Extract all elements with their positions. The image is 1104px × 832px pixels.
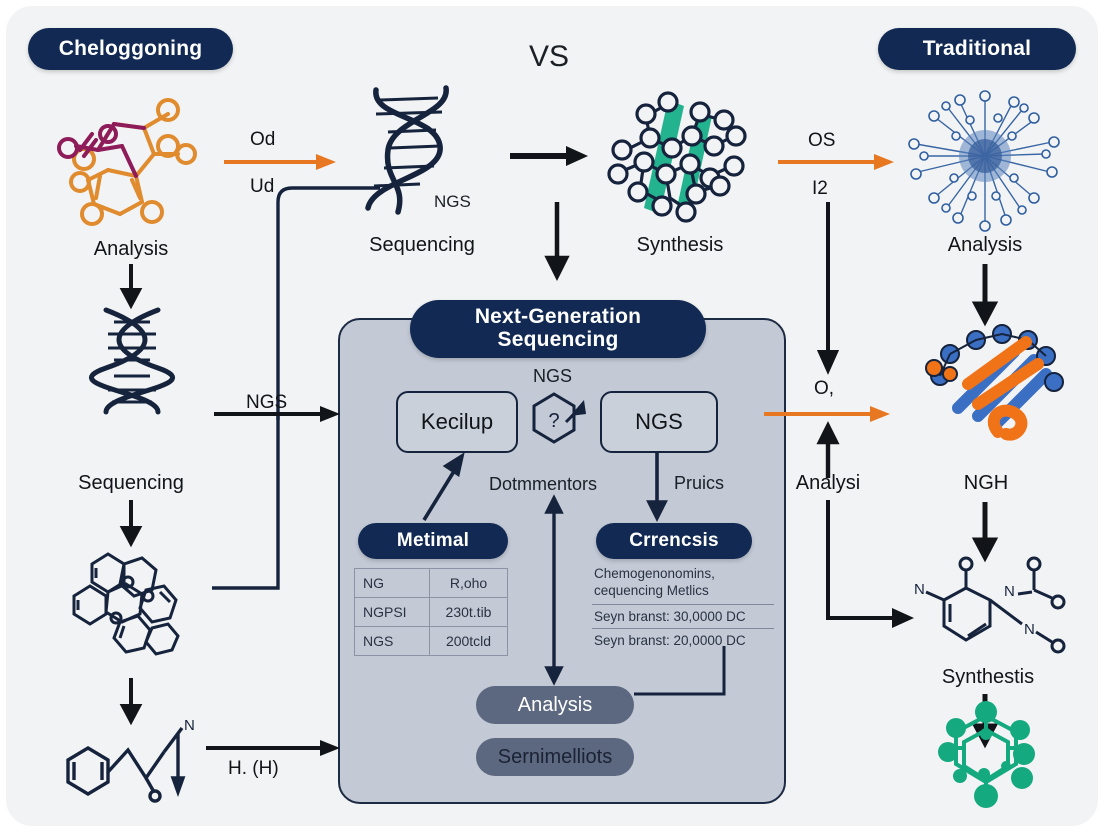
panel-mid-label: Dotmmentors bbox=[489, 474, 598, 494]
right-protein-label: NGH bbox=[963, 472, 1009, 494]
badge-left-label: Cheloggoning bbox=[58, 37, 203, 60]
crrencsis-pill-label: Crrencsis bbox=[629, 530, 719, 551]
orange-arrow-analysis-to-sequencing bbox=[224, 152, 338, 172]
left-h-arrow-label: H. (H) bbox=[228, 758, 279, 779]
elbow-connector-polycyclic bbox=[212, 416, 292, 596]
hexagon-network-icon bbox=[934, 701, 1038, 808]
arrow-left-molecule-to-chain bbox=[118, 678, 144, 726]
card-kecilup[interactable]: Kecilup bbox=[396, 391, 518, 453]
arrow-left-into-panel-ngs bbox=[214, 404, 342, 424]
right-analysi-label: Analysi bbox=[795, 472, 861, 494]
arrow-right-analysis-to-protein bbox=[971, 264, 999, 327]
panel-right-arrow-label: Pruics bbox=[674, 473, 725, 493]
arrow2-bottom-label: I2 bbox=[812, 178, 828, 199]
card-ngs[interactable]: NGS bbox=[600, 391, 718, 453]
card-kecilup-label: Kecilup bbox=[420, 409, 494, 434]
polymer-network-icon bbox=[606, 88, 754, 228]
dna-helix-icon bbox=[84, 306, 180, 416]
right-analysis-label: Analysis bbox=[947, 234, 1023, 256]
panel-semi-pill[interactable]: Sernimelliots bbox=[476, 738, 634, 776]
badge-traditional[interactable]: Traditional bbox=[878, 28, 1076, 70]
arrow-left-analysis-to-sequencing bbox=[118, 264, 144, 310]
table-row: NGS 200tcld bbox=[353, 626, 508, 656]
panel-semi-label: Sernimelliots bbox=[497, 745, 613, 768]
aromatic-molecule-icon: N N N bbox=[906, 554, 1070, 666]
double-arrow-center bbox=[543, 494, 565, 686]
table-row: NG R,oho bbox=[353, 568, 508, 598]
left-ngs-arrow-label: NGS bbox=[246, 392, 288, 413]
chain-molecule-icon: N bbox=[56, 716, 216, 806]
connector-down-right-branch bbox=[816, 202, 840, 375]
arrow-up-analysi bbox=[816, 421, 840, 478]
cell-key: NG bbox=[353, 568, 431, 598]
metimal-pill[interactable]: Metimal bbox=[358, 523, 508, 559]
cell-value: R,oho bbox=[429, 568, 508, 598]
left-sequencing-label: Sequencing bbox=[78, 472, 184, 494]
arrow-down-to-panel bbox=[544, 202, 570, 282]
panel-title-line2: Sequencing bbox=[497, 328, 619, 351]
protein-ribbon-icon bbox=[906, 324, 1066, 452]
panel-title-pill: Next-Generation Sequencing bbox=[410, 300, 706, 358]
crrencsis-metrics: Chemogenonomins, cequencing Metlics Seyn… bbox=[592, 564, 774, 652]
table-row: NGPSI 230t.tib bbox=[353, 597, 508, 627]
metrics-heading: Chemogenonomins, cequencing Metlics bbox=[592, 564, 774, 604]
elbow-analysi-to-synthesis bbox=[818, 500, 928, 632]
metrics-heading-line1: Chemogenonomins, bbox=[594, 566, 715, 581]
badge-right-label: Traditional bbox=[922, 37, 1032, 60]
atom-n-left: N bbox=[914, 581, 925, 598]
orange-arrow-panel-to-right bbox=[764, 404, 892, 424]
metrics-heading-line2: cequencing Metlics bbox=[594, 582, 709, 598]
arrow-metimal-to-kecilup bbox=[416, 452, 476, 524]
organic-molecule-icon bbox=[36, 84, 226, 234]
dendrimer-burst-icon bbox=[902, 84, 1068, 234]
metimal-pill-label: Metimal bbox=[396, 530, 470, 551]
arrow-sequencing-to-synthesis bbox=[510, 144, 590, 168]
card-ngs-label: NGS bbox=[635, 409, 683, 434]
panel-analysis-label: Analysis bbox=[517, 693, 593, 716]
left-analysis-label: Analysis bbox=[93, 238, 169, 260]
dna-helix-icon-top bbox=[354, 84, 454, 215]
arrow-left-into-panel-h bbox=[206, 738, 342, 758]
right-synthesis-label: Synthestis bbox=[941, 666, 1035, 688]
orange-arrow-synthesis-to-analysis bbox=[778, 152, 896, 172]
arrow-left-sequencing-to-molecule bbox=[118, 500, 144, 548]
right-mid-top-label: O, bbox=[814, 378, 835, 399]
polycyclic-molecule-icon bbox=[64, 544, 194, 668]
diagram-canvas: Cheloggoning VS Traditional bbox=[6, 6, 1098, 826]
vs-label: VS bbox=[529, 40, 570, 73]
arrow2-top-label: OS bbox=[808, 130, 836, 151]
cell-key: NGS bbox=[353, 626, 431, 656]
atom-n-mid: N bbox=[1004, 583, 1015, 600]
panel-hex-caption: NGS bbox=[533, 366, 573, 386]
arrow-ngs-to-crrencsis bbox=[646, 452, 668, 523]
connector-metrics-to-analysis bbox=[634, 646, 734, 708]
question-hexagon-icon: ? bbox=[530, 390, 588, 452]
metrics-row: Seyn branst: 30,0000 DC bbox=[592, 603, 774, 628]
atom-n-right: N bbox=[1024, 621, 1035, 638]
metimal-table: NG R,oho NGPSI 230t.tib NGS 200tcld bbox=[353, 568, 508, 656]
top-synthesis-label: Synthesis bbox=[636, 234, 724, 256]
cell-value: 200tcld bbox=[429, 626, 508, 656]
panel-title-line1: Next-Generation bbox=[474, 305, 642, 329]
arrow-protein-to-synthesis bbox=[971, 502, 999, 563]
top-sequencing-label: Sequencing bbox=[369, 234, 475, 256]
arrow1-top-label: Od bbox=[250, 129, 276, 150]
metrics-row: Seyn branst: 20,0000 DC bbox=[592, 627, 774, 652]
badge-chemogenomics[interactable]: Cheloggoning bbox=[28, 28, 233, 70]
cell-value: 230t.tib bbox=[429, 597, 508, 627]
arrow1-bottom-label: Ud bbox=[250, 176, 275, 197]
sequencing-icon-caption: NGS bbox=[434, 192, 471, 211]
elbow-connector-ud bbox=[254, 184, 384, 424]
panel-analysis-pill[interactable]: Analysis bbox=[476, 686, 634, 724]
crrencsis-pill[interactable]: Crrencsis bbox=[596, 523, 752, 559]
svg-text:?: ? bbox=[548, 410, 559, 432]
chain-atom-label: N bbox=[184, 717, 195, 734]
cell-key: NGPSI bbox=[353, 597, 431, 627]
